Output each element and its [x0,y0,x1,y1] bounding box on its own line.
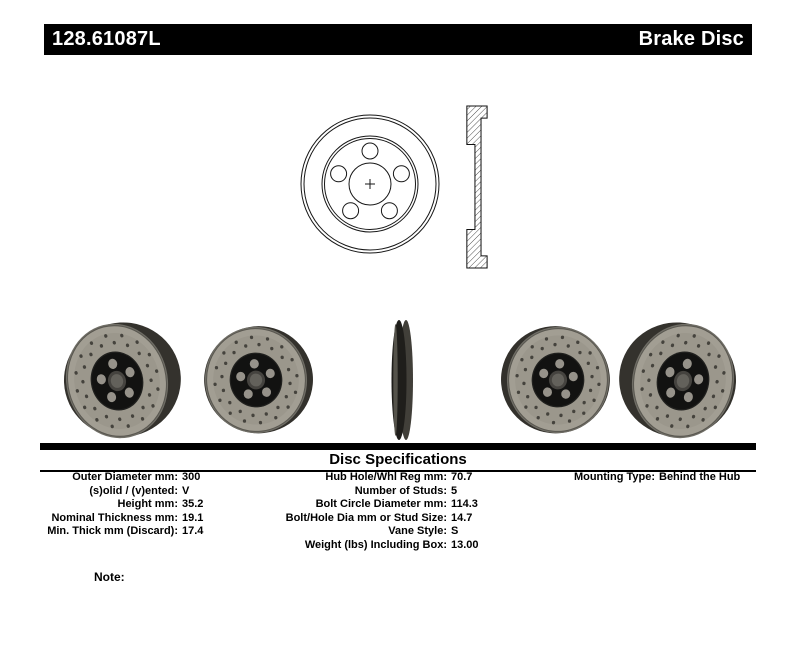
spec-label: Min. Thick mm (Discard): [47,525,178,537]
part-number: 128.61087L [52,28,161,50]
spec-column-left: Outer Diameter mm: 300 (s)olid / (v)ente… [38,471,263,539]
rotor-photo-angled-left [53,316,181,446]
spec-row-weight: Weight (lbs) Including Box: 13.00 [272,539,522,553]
spec-label: Hub Hole/Whl Reg mm: [325,471,447,483]
spec-value: Behind the Hub [659,471,741,483]
spec-value: 19.1 [182,511,204,524]
spec-row-number-of-studs: Number of Studs: 5 [272,485,522,499]
specifications-header: Disc Specifications [40,443,756,472]
spec-value: 114.3 [451,498,478,510]
spec-value: S [451,525,459,537]
rotor-photo-edge-view [391,320,413,440]
header-bar: 128.61087L Brake Disc [44,24,752,55]
spec-value: 5 [451,484,458,497]
spec-value: 13.00 [451,538,479,551]
rotor-photo-angled-right [619,316,747,446]
spec-column-right: Mounting Type: Behind the Hub [557,471,787,485]
spec-label: Mounting Type: [573,471,655,483]
spec-row-solid-vented: (s)olid / (v)ented: V [38,485,263,499]
spec-label: Outer Diameter mm: [72,471,178,483]
brake-disc-cross-section-drawing [466,105,488,269]
spec-row-min-thick: Min. Thick mm (Discard): 17.4 [38,525,263,539]
specifications-title: Disc Specifications [329,451,467,468]
spec-value: 300 [182,471,201,483]
rotor-photo-front-left [199,321,313,439]
spec-label: Height mm: [117,498,179,510]
spec-row-height: Height mm: 35.2 [38,498,263,512]
product-type-label: Brake Disc [638,28,744,50]
spec-row-hub-hole: Hub Hole/Whl Reg mm: 70.7 [272,471,522,485]
spec-label: Vane Style: [388,525,447,537]
spec-value: 17.4 [182,525,204,537]
brake-disc-front-technical-drawing [300,114,440,254]
note-label: Note: [94,570,125,584]
spec-value: 35.2 [182,498,204,510]
spec-value: 14.7 [451,511,473,524]
rotor-photo-front-right [501,321,615,439]
spec-label: Number of Studs: [354,484,447,497]
spec-label: Bolt/Hole Dia mm or Stud Size: [285,511,447,524]
spec-value: V [182,484,190,497]
spec-label: (s)olid / (v)ented: [89,484,178,497]
spec-label: Nominal Thickness mm: [51,511,178,524]
spec-row-bolt-circle-diameter: Bolt Circle Diameter mm: 114.3 [272,498,522,512]
spec-row-outer-diameter: Outer Diameter mm: 300 [38,471,263,485]
spec-label: Weight (lbs) Including Box: [304,538,447,551]
spec-label: Bolt Circle Diameter mm: [315,498,447,510]
spec-value: 70.7 [451,471,473,483]
spec-row-nominal-thickness: Nominal Thickness mm: 19.1 [38,512,263,526]
spec-row-bolt-hole-dia: Bolt/Hole Dia mm or Stud Size: 14.7 [272,512,522,526]
spec-column-middle: Hub Hole/Whl Reg mm: 70.7 Number of Stud… [272,471,522,552]
spec-row-vane-style: Vane Style: S [272,525,522,539]
spec-row-mounting-type: Mounting Type: Behind the Hub [557,471,787,485]
